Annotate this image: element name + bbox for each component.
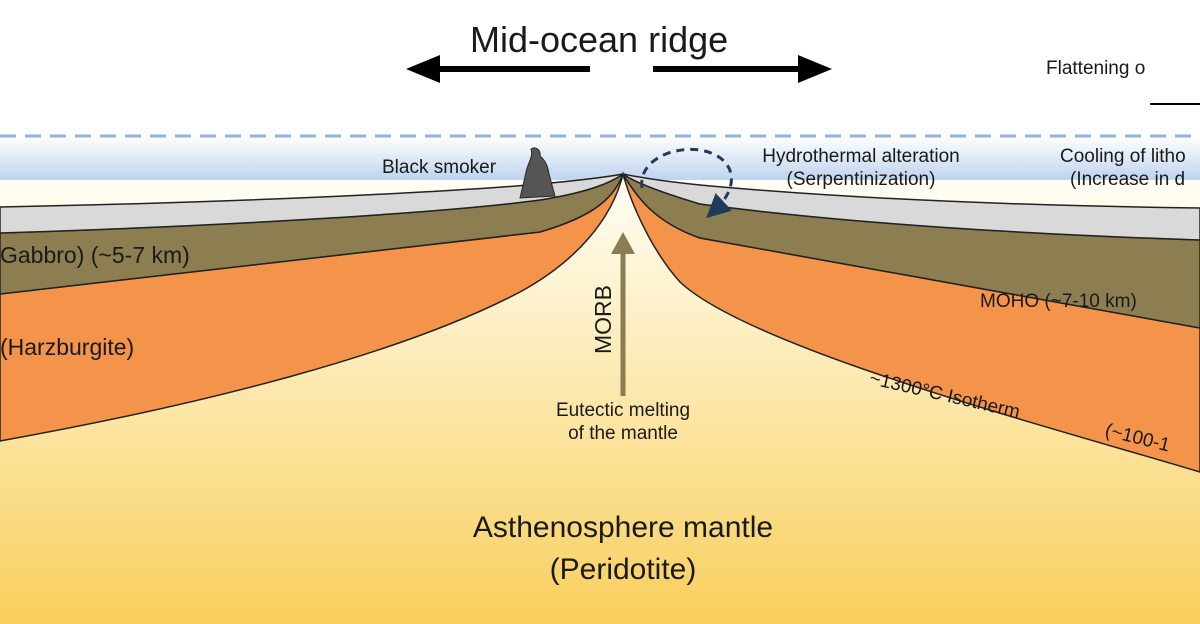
cooling-label-line2: (Increase in d xyxy=(1070,168,1186,190)
harzburgite-label: (Harzburgite) xyxy=(0,334,135,360)
asthenosphere-label-line1: Asthenosphere mantle xyxy=(472,511,774,544)
page-title: Mid-ocean ridge xyxy=(470,19,729,60)
black-smoker-icon xyxy=(519,147,556,199)
asthenosphere-label: Asthenosphere mantle (Peridotite) xyxy=(400,510,846,588)
cooling-label: Cooling of litho (Increase in d xyxy=(1060,146,1186,192)
hydrothermal-label-line1: Hydrothermal alteration xyxy=(762,146,960,167)
left-arrowhead xyxy=(406,55,440,83)
eutectic-label-line1: Eutectic melting xyxy=(555,400,691,421)
flattening-label: Flattening o xyxy=(1046,58,1146,79)
right-arrowhead xyxy=(798,55,832,83)
hydrothermal-label: Hydrothermal alteration (Serpentinizatio… xyxy=(741,146,981,192)
cooling-label-line1: Cooling of litho xyxy=(1060,146,1186,167)
black-smoker-label: Black smoker xyxy=(382,157,497,178)
morb-arrowhead xyxy=(611,232,635,254)
morb-label: MORB xyxy=(590,285,616,354)
asthenosphere-label-line2: (Peridotite) xyxy=(549,553,697,586)
eutectic-label-line2: of the mantle xyxy=(568,422,678,444)
eutectic-label: Eutectic melting of the mantle xyxy=(510,400,736,446)
hydrothermal-label-line2: (Serpentinization) xyxy=(786,168,936,190)
gabbro-label: Gabbro) (~5-7 km) xyxy=(0,242,190,268)
moho-label: MOHO (~7-10 km) xyxy=(980,291,1137,312)
